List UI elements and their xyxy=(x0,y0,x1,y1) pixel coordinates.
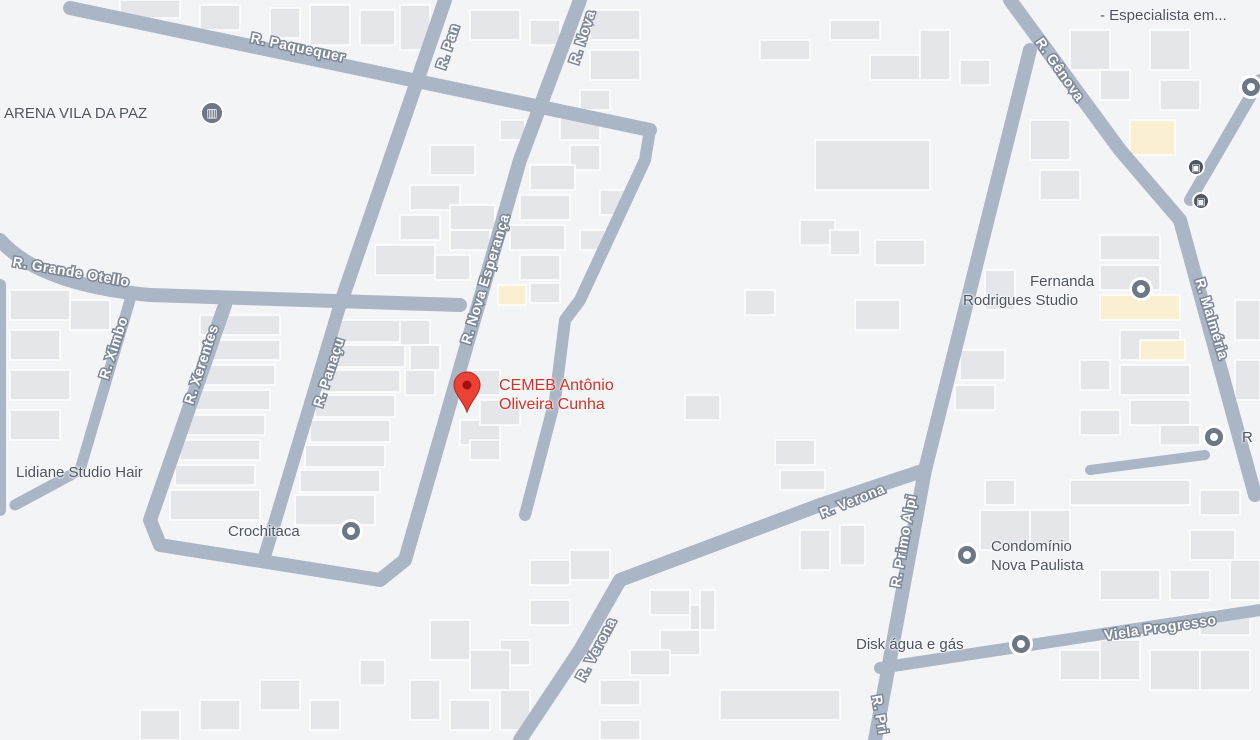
poi-label-lidiane[interactable]: Lidiane Studio Hair xyxy=(16,464,143,481)
selected-place-pin[interactable] xyxy=(453,371,481,414)
bus-stop-icon[interactable]: ▣ xyxy=(1187,158,1205,176)
poi-label-fernanda-line2[interactable]: Rodrigues Studio xyxy=(963,292,1079,309)
place-pin-icon[interactable] xyxy=(1203,426,1225,448)
stadium-icon[interactable]: ▥ xyxy=(200,101,224,125)
poi-label-fernanda-line1[interactable]: Fernanda xyxy=(1030,273,1095,290)
poi-label-arena[interactable]: ARENA VILA DA PAZ xyxy=(4,105,148,122)
street-label-viela-progresso: Viela Progresso xyxy=(1103,611,1217,643)
bus-stop-icon[interactable]: ▣ xyxy=(1192,192,1210,210)
place-pin-icon[interactable] xyxy=(1130,278,1152,300)
selected-place-label-line2[interactable]: Oliveira Cunha xyxy=(499,396,605,413)
poi-label-r-edge[interactable]: R xyxy=(1242,429,1253,446)
poi-label-disk[interactable]: Disk água e gás xyxy=(856,636,964,653)
selected-place-label-line1[interactable]: CEMEB Antônio xyxy=(499,377,614,394)
place-pin-icon[interactable] xyxy=(340,520,362,542)
place-pin-icon[interactable] xyxy=(1240,76,1260,98)
street-label-primo-bottom: R. Pri xyxy=(869,694,892,736)
place-pin-icon[interactable] xyxy=(956,544,978,566)
poi-label-condominio-line1[interactable]: Condomínio xyxy=(991,538,1072,555)
poi-label-crochitaca[interactable]: Crochitaca xyxy=(228,523,300,540)
place-pin-icon[interactable] xyxy=(1010,633,1032,655)
poi-label-especialista[interactable]: - Especialista em... xyxy=(1100,7,1227,24)
poi-label-condominio-line2[interactable]: Nova Paulista xyxy=(991,557,1084,574)
